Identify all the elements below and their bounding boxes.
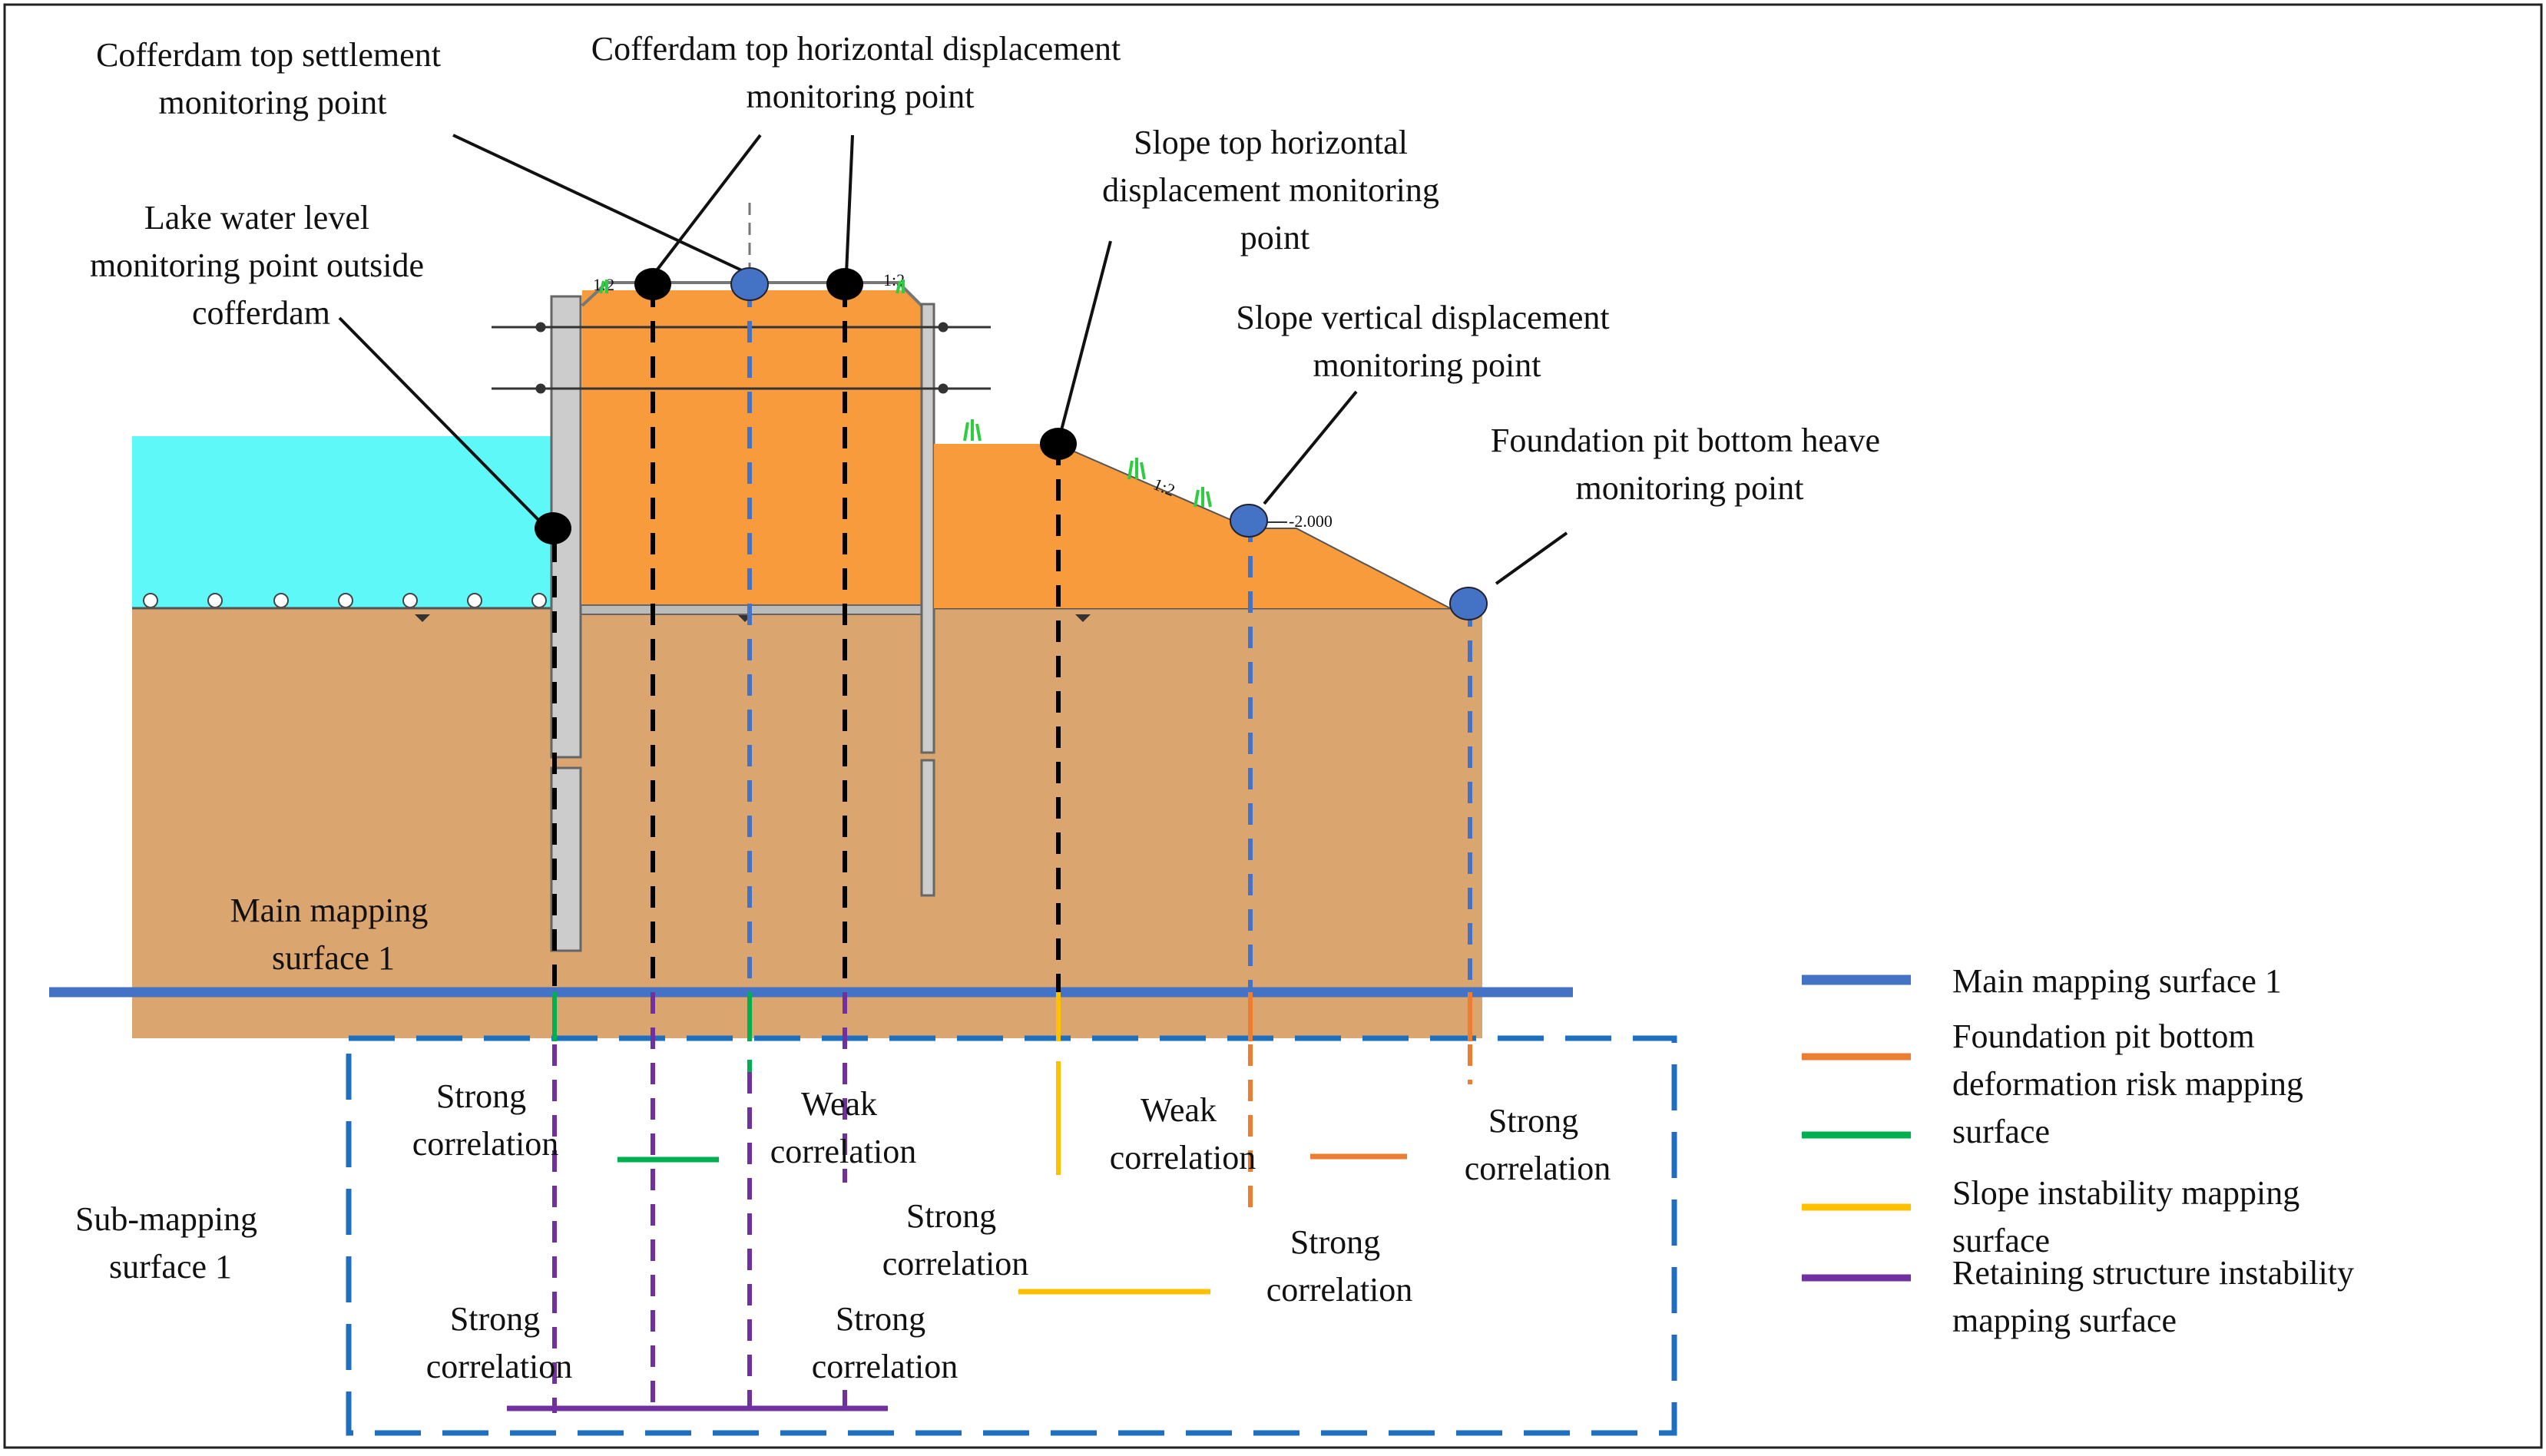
slope-vertical-point-marker xyxy=(1230,504,1268,538)
legend: Main mapping surface 1 Foundation pit bo… xyxy=(1802,962,2362,1339)
correlation-label: Strong correlation xyxy=(1266,1223,1413,1309)
pit-heave-point-marker xyxy=(1449,587,1488,620)
correlation-label: Weak correlation xyxy=(1110,1091,1256,1176)
slope-top-point-marker xyxy=(1040,428,1077,460)
horizontal-point-right-marker xyxy=(826,268,863,300)
slope-elevation: -2.000 xyxy=(1289,511,1333,531)
slope-vertical-label: Slope vertical displacement monitoring p… xyxy=(1236,299,1617,384)
projection-lines-lower xyxy=(552,992,1472,1175)
right-sheet-pile-upper xyxy=(920,303,935,754)
lake-water-level-label: Lake water level monitoring point outsid… xyxy=(90,199,432,332)
main-mapping-surface-label: Main mapping surface 1 xyxy=(230,892,437,977)
legend-label-retaining: Retaining structure instability mapping … xyxy=(1952,1254,2362,1339)
right-sheet-pile-lower xyxy=(920,759,935,897)
slope-outline xyxy=(1056,443,1451,609)
legend-label-pit-bottom: Foundation pit bottom deformation risk m… xyxy=(1952,1018,2312,1150)
lake-level-point-marker xyxy=(535,512,571,544)
sub-mapping-surface-label: Sub-mapping surface 1 xyxy=(75,1200,266,1286)
cofferdam-horizontal-label: Cofferdam top horizontal displacement mo… xyxy=(591,30,1130,115)
tie-rods xyxy=(492,322,991,394)
horizontal-point-center-marker xyxy=(730,267,769,301)
pit-heave-label: Foundation pit bottom heave monitoring p… xyxy=(1491,422,1889,507)
leader-lines xyxy=(338,134,1568,585)
correlation-label: Strong correlation xyxy=(812,1300,958,1385)
legend-label-slope: Slope instability mapping surface xyxy=(1952,1174,2308,1259)
lake-water xyxy=(132,436,553,608)
projection-lines-upper xyxy=(552,286,1472,992)
correlation-label: Strong correlation xyxy=(412,1077,559,1163)
cofferdam-settlement-label: Cofferdam top settlement monitoring poin… xyxy=(96,36,449,121)
slope-top-horizontal-label: Slope top horizontal displacement monito… xyxy=(1102,124,1448,256)
legend-label-main: Main mapping surface 1 xyxy=(1952,962,2282,1000)
sub-mapping-frame xyxy=(346,1035,1677,1436)
settlement-point-marker xyxy=(634,268,671,300)
slope-fill xyxy=(934,444,1450,608)
monitoring-points xyxy=(535,267,1488,620)
correlation-label: Strong correlation xyxy=(426,1300,573,1385)
correlation-label: Strong correlation xyxy=(882,1197,1029,1282)
ground-soil xyxy=(132,608,1482,1038)
right-slope-ratio: 1:2 xyxy=(883,270,905,290)
projection-lines-orange xyxy=(1248,1044,1472,1209)
correlation-label: Strong correlation xyxy=(1465,1102,1611,1187)
lakebed-pebbles xyxy=(143,593,547,608)
correlation-label: Weak correlation xyxy=(770,1085,917,1170)
